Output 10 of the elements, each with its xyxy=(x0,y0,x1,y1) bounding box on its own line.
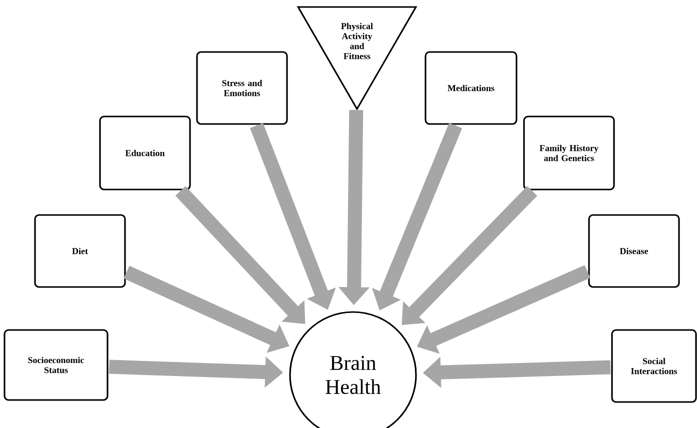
factor-box: Socioeconomic Status xyxy=(4,329,108,401)
factor-box: Family History and Genetics xyxy=(523,116,615,190)
factor-box: Diet xyxy=(34,214,126,288)
factor-box: Stress and Emotions xyxy=(196,51,288,125)
factor-box: Disease xyxy=(588,214,680,288)
arrow xyxy=(175,186,306,324)
factor-box: Medications xyxy=(424,51,518,125)
arrow xyxy=(402,186,538,325)
factor-box: Education xyxy=(99,116,191,190)
factor-box: Social Interactions xyxy=(611,329,697,403)
